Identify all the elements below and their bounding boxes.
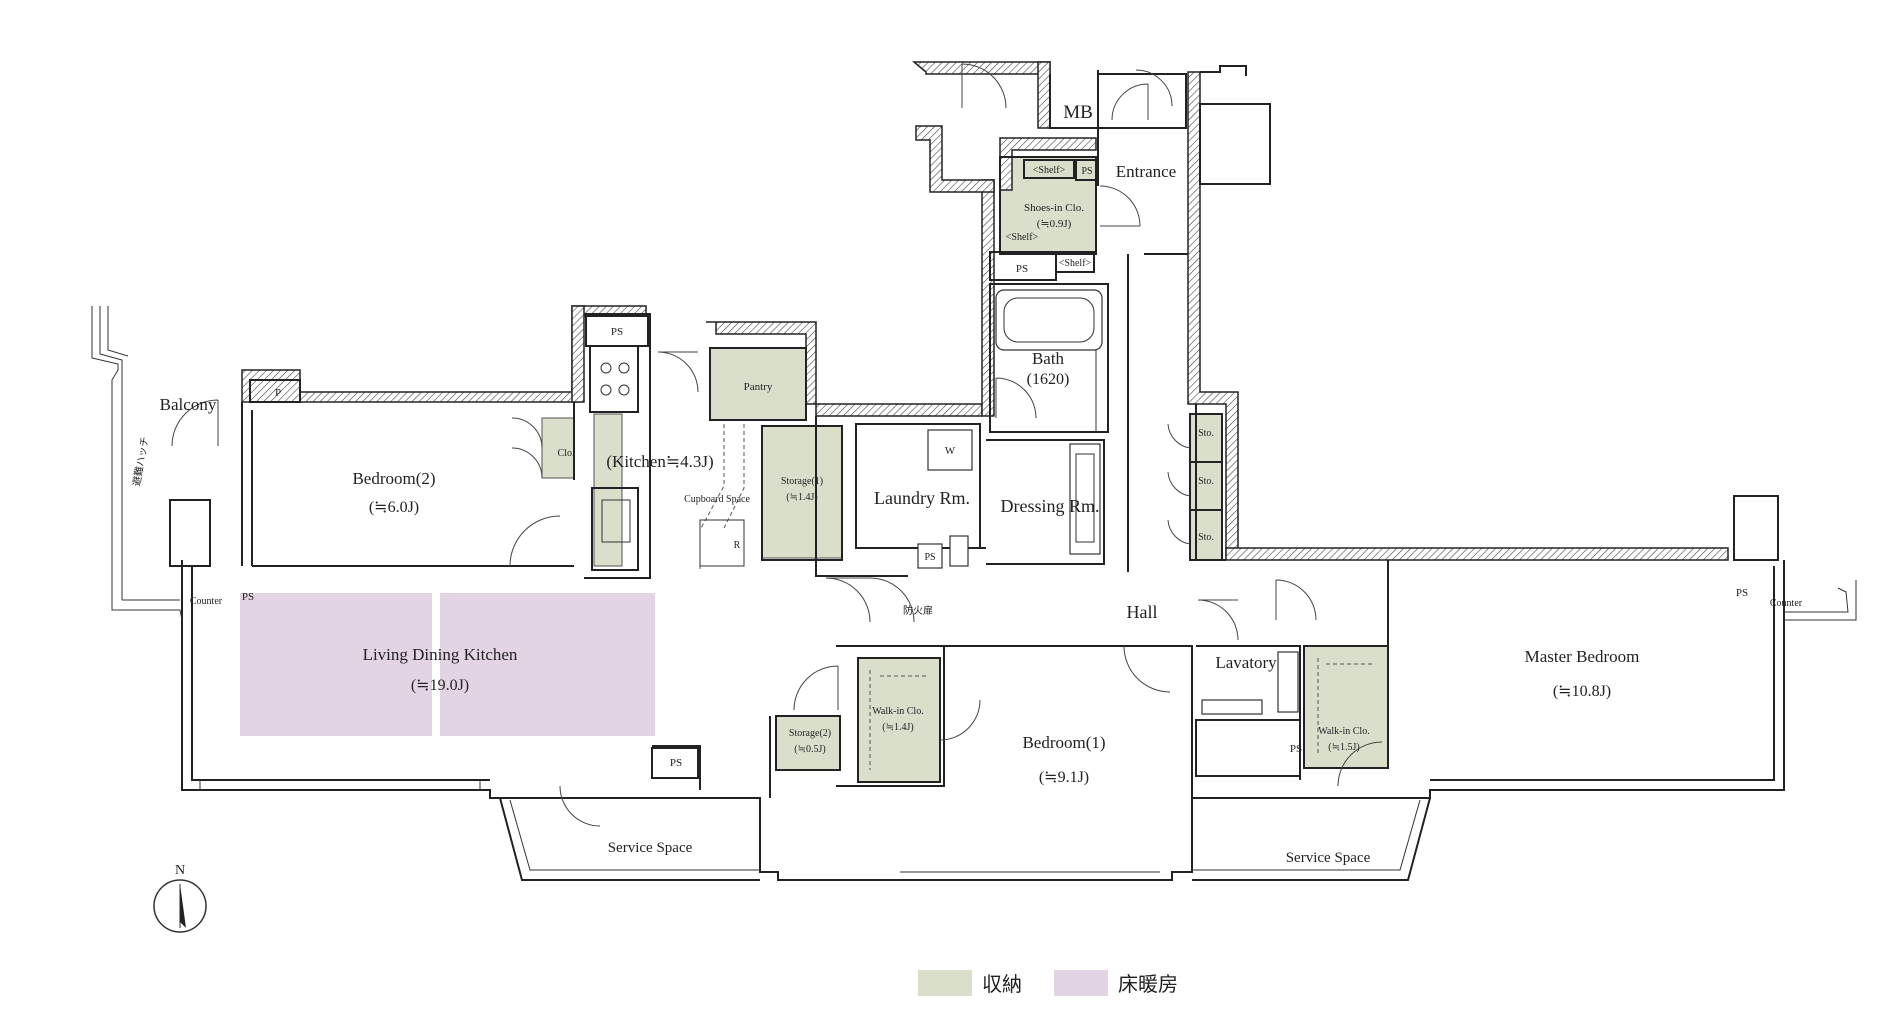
kitchen-label: (Kitchen≒4.3J)	[606, 452, 713, 471]
shelf-bottom-label: <Shelf>	[1059, 258, 1092, 269]
interior-walls	[91, 65, 1857, 881]
pantry-area	[709, 347, 807, 421]
storage2-area	[775, 715, 841, 771]
compass-north-label: N	[175, 863, 185, 878]
room-labels: MB Entrance <Shelf> PS Shoes-in Clo. (≒0…	[130, 102, 1803, 866]
storage1-name: Storage(1)	[781, 476, 823, 487]
dressing-room-label: Dressing Rm.	[1001, 496, 1100, 516]
walk-in-closet1-size: (≒1.4J)	[882, 722, 913, 733]
washer-label: W	[945, 445, 956, 457]
storage2-size: (≒0.5J)	[794, 744, 825, 755]
walk-in-closet2-name: Walk-in Clo.	[1318, 726, 1369, 737]
ps-entrance-label: PS	[1081, 166, 1092, 177]
exterior-walls	[241, 61, 1729, 561]
evacuation-hatch-label: 避難ハッチ	[130, 436, 151, 487]
ldk-size: (≒19.0J)	[411, 677, 469, 694]
ps-left-label: PS	[242, 591, 254, 603]
legend-storage-swatch	[918, 970, 972, 996]
legend-floor-heating-label: 床暖房	[1118, 972, 1178, 996]
lavatory-label: Lavatory	[1215, 653, 1277, 672]
compass-needle-icon	[180, 884, 186, 928]
fire-door-label: 防火扉	[903, 604, 933, 617]
legend-floor-heating-swatch	[1054, 970, 1108, 996]
counter-left-label: Counter	[190, 596, 223, 607]
walk-in-closet1-name: Walk-in Clo.	[872, 706, 923, 717]
sto-label-1: Sto.	[1198, 428, 1214, 439]
bedroom1-size: (≒9.1J)	[1039, 769, 1089, 786]
closet-label: Clo.	[558, 448, 575, 459]
balcony-label: Balcony	[160, 395, 217, 414]
storage-areas	[541, 156, 1389, 783]
closet-area	[541, 417, 575, 479]
counter-right-label: Counter	[1770, 598, 1803, 609]
floor-heating-areas	[240, 593, 655, 736]
shoes-closet-name: Shoes-in Clo.	[1024, 202, 1084, 214]
service-space-left-label: Service Space	[608, 840, 693, 856]
mb-label: MB	[1063, 102, 1093, 123]
hall-label: Hall	[1127, 602, 1158, 622]
shelf-top-label: <Shelf>	[1033, 165, 1066, 176]
floor-heating-area-right	[440, 593, 655, 736]
ps-ldk-label: PS	[670, 757, 682, 769]
storage2-name: Storage(2)	[789, 728, 831, 739]
legend: 収納 床暖房	[918, 970, 1178, 996]
ps-right-label: PS	[1736, 587, 1748, 599]
bedroom2-size: (≒6.0J)	[369, 499, 419, 516]
service-space-right-label: Service Space	[1286, 850, 1371, 866]
sto-label-2: Sto.	[1198, 476, 1214, 487]
bedroom1-name: Bedroom(1)	[1022, 733, 1105, 752]
fridge-label: R	[734, 540, 741, 551]
ps-laundry-label: PS	[924, 552, 935, 563]
pantry-label: Pantry	[744, 381, 773, 393]
sto-label-3: Sto.	[1198, 532, 1214, 543]
shoes-in-closet-area	[999, 156, 1097, 255]
bath-size: (1620)	[1027, 371, 1070, 388]
storage1-size: (≒1.4J)	[786, 492, 817, 503]
shelf-left-label: <Shelf>	[1006, 232, 1039, 243]
ps-lavatory-label: PS	[1290, 743, 1302, 755]
legend-storage-label: 収納	[982, 972, 1022, 996]
laundry-room-label: Laundry Rm.	[874, 488, 970, 508]
north-compass: N	[153, 863, 207, 933]
master-bedroom-name: Master Bedroom	[1525, 647, 1640, 666]
walk-in-closet2-size: (≒1.5J)	[1328, 742, 1359, 753]
p-label: P	[275, 387, 281, 399]
bath-name: Bath	[1032, 349, 1065, 368]
entrance-label: Entrance	[1116, 162, 1176, 181]
door-swings	[171, 63, 1383, 827]
master-bedroom-size: (≒10.8J)	[1553, 683, 1611, 700]
shoes-closet-size: (≒0.9J)	[1037, 218, 1072, 230]
ldk-name: Living Dining Kitchen	[363, 645, 518, 664]
ps-kitchen-label: PS	[611, 326, 623, 338]
ps-bath-label: PS	[1016, 263, 1028, 275]
cupboard-label: Cupboard Space	[684, 494, 750, 505]
bedroom2-name: Bedroom(2)	[352, 469, 435, 488]
kitchen-counter-area	[593, 413, 623, 567]
floor-heating-area-left	[240, 593, 432, 736]
